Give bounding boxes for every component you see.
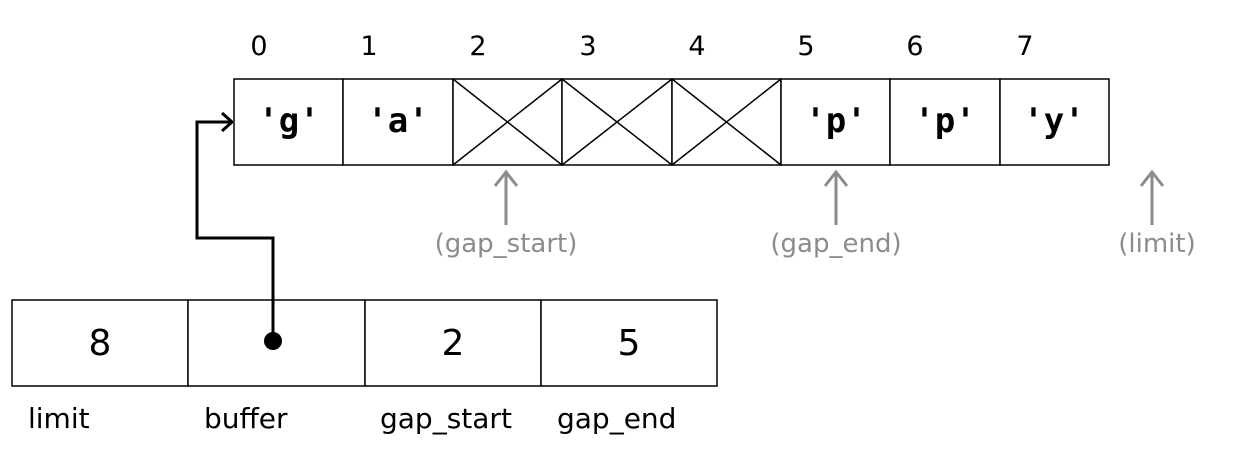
struct-label-buffer: buffer bbox=[204, 402, 288, 435]
gap-cross-line bbox=[452, 78, 563, 166]
buffer-indices: 0 1 2 3 4 5 6 7 bbox=[250, 31, 1033, 62]
gap-buffer-struct bbox=[11, 299, 718, 387]
buffer-index: 6 bbox=[906, 31, 923, 62]
struct-label-gap-end: gap_end bbox=[557, 402, 676, 435]
buffer-index: 1 bbox=[360, 31, 377, 62]
buffer-index: 4 bbox=[688, 31, 705, 62]
gap-crosses bbox=[452, 78, 782, 166]
struct-field-gap-start bbox=[364, 299, 542, 387]
buffer-pointer-line bbox=[195, 122, 275, 341]
buffer-cell-value: 'p' bbox=[914, 101, 975, 141]
buffer-cell bbox=[780, 78, 891, 166]
limit-label: (limit) bbox=[1118, 229, 1195, 259]
buffer-cell-value: 'y' bbox=[1023, 101, 1084, 141]
struct-label-limit: limit bbox=[28, 402, 90, 435]
struct-value-gap-end: 5 bbox=[618, 323, 641, 364]
buffer-cell-value: 'a' bbox=[367, 101, 428, 141]
buffer-cell-value: 'g' bbox=[258, 101, 319, 141]
pointer-arrows bbox=[493, 169, 1165, 225]
buffer-array bbox=[233, 78, 1110, 166]
buffer-index: 0 bbox=[250, 31, 267, 62]
gap-end-arrow bbox=[823, 169, 849, 225]
gap-start-label: (gap_start) bbox=[435, 229, 578, 259]
buffer-index: 5 bbox=[797, 31, 814, 62]
struct-value-limit: 8 bbox=[89, 323, 112, 364]
buffer-cell-value: 'p' bbox=[805, 101, 866, 141]
gap-start-arrow bbox=[493, 169, 519, 225]
struct-field-gap-end bbox=[540, 299, 718, 387]
gap-end-label: (gap_end) bbox=[770, 229, 901, 259]
buffer-pointer bbox=[195, 122, 282, 350]
buffer-pointer-dot bbox=[264, 332, 282, 350]
buffer-cell bbox=[233, 78, 344, 166]
limit-arrow bbox=[1139, 169, 1165, 225]
buffer-cell bbox=[999, 78, 1110, 166]
buffer-values: 'g' 'a' 'p' 'p' 'y' bbox=[258, 101, 1084, 141]
buffer-cell bbox=[342, 78, 454, 166]
gap-cross-line bbox=[671, 78, 782, 166]
buffer-index: 7 bbox=[1016, 31, 1033, 62]
buffer-cell bbox=[889, 78, 1001, 166]
struct-label-gap-start: gap_start bbox=[380, 402, 512, 435]
struct-value-gap-start: 2 bbox=[442, 323, 465, 364]
buffer-index: 2 bbox=[469, 31, 486, 62]
gap-cross-line bbox=[561, 78, 673, 166]
struct-field-limit bbox=[11, 299, 189, 387]
buffer-index: 3 bbox=[579, 31, 596, 62]
